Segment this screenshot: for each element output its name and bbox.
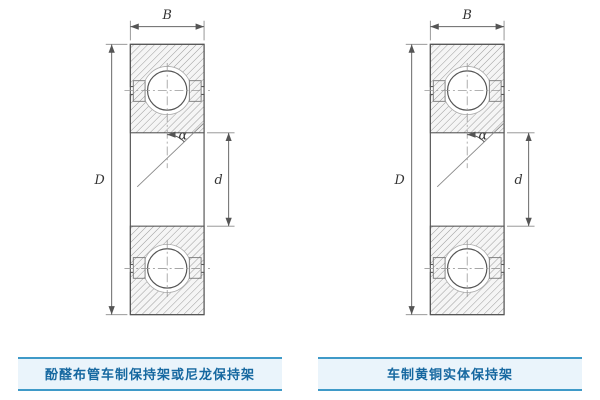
bearing-outline <box>129 43 205 316</box>
figure-caption-right: 车制黄铜实体保持架 <box>318 357 582 391</box>
contact-angle-arc <box>167 131 185 143</box>
bore-diameter-label: d <box>515 173 523 188</box>
contact-angle-line <box>436 122 505 188</box>
contact-angle-annotation: α <box>136 122 205 188</box>
bearing-drawing-left: α B D d <box>94 8 235 316</box>
contact-angle-label: α <box>479 129 488 144</box>
figure-right: α B D d 车制黄铜实体保持架 <box>300 0 600 400</box>
dimension-D: D <box>94 43 128 316</box>
dimension-d: d <box>507 132 535 227</box>
contact-angle-arc <box>467 131 485 143</box>
dimension-B: B <box>429 8 505 41</box>
cage-section <box>132 257 146 279</box>
outer-diameter-label: D <box>394 173 405 188</box>
width-label: B <box>162 8 172 23</box>
cage-section <box>188 257 202 279</box>
contact-angle-label: α <box>179 129 188 144</box>
centerlines <box>424 62 510 297</box>
centerlines <box>124 62 210 297</box>
dimension-d: d <box>207 132 235 227</box>
bearing-drawing-right: α B D d <box>394 8 535 316</box>
outer-diameter-label: D <box>94 173 105 188</box>
cage-section <box>488 257 502 279</box>
cage-section <box>432 80 446 102</box>
figure-caption-text: 酚醛布管车制保持架或尼龙保持架 <box>44 367 255 382</box>
bearing-outline <box>429 43 505 316</box>
contact-angle-annotation: α <box>436 122 505 188</box>
figure-left: α B D d 酚醛布管车制保持架或尼龙保持架 <box>18 8 282 391</box>
dimension-D: D <box>394 43 428 316</box>
bore-diameter-label: d <box>215 173 223 188</box>
cage-section <box>132 80 146 102</box>
cage-section <box>188 80 202 102</box>
width-label: B <box>462 8 472 23</box>
contact-angle-line <box>136 122 205 188</box>
figure-caption-left: 酚醛布管车制保持架或尼龙保持架 <box>18 357 282 391</box>
dimension-B: B <box>129 8 205 41</box>
cage-section <box>432 257 446 279</box>
cage-section <box>488 80 502 102</box>
figure-caption-text: 车制黄铜实体保持架 <box>386 367 513 382</box>
